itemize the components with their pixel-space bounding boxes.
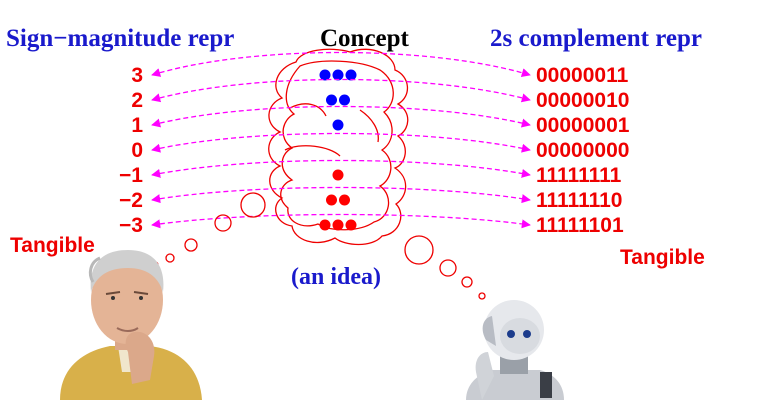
sign-magnitude-value: −3 xyxy=(119,214,143,237)
label-tangible-left: Tangible xyxy=(10,234,95,257)
concept-dot xyxy=(339,194,350,206)
thought-bubbles-right xyxy=(404,235,486,300)
thought-bubbles-left xyxy=(151,192,266,269)
twos-complement-value: 00000011 xyxy=(536,64,629,87)
concept-dot xyxy=(319,69,331,81)
twos-complement-value: 11111110 xyxy=(536,189,622,212)
concept-dot xyxy=(345,219,357,231)
sign-magnitude-value: 0 xyxy=(131,139,143,162)
twos-complement-value: 00000010 xyxy=(536,89,629,112)
header-sign-magnitude: Sign−magnitude repr xyxy=(6,25,234,52)
concept-dot xyxy=(332,119,344,131)
header-concept: Concept xyxy=(320,25,410,52)
label-an-idea: (an idea) xyxy=(291,264,381,290)
mapping-arrow xyxy=(151,78,531,103)
label-tangible-right: Tangible xyxy=(620,246,705,269)
mapping-arrow xyxy=(151,213,531,229)
mapping-arrow xyxy=(151,105,531,128)
concept-dot xyxy=(332,69,344,81)
concept-dot xyxy=(326,94,337,106)
concept-dot xyxy=(332,169,344,181)
concept-dot xyxy=(345,69,357,81)
mapping-arrow xyxy=(151,51,531,78)
concept-dot xyxy=(319,219,331,231)
thinking-robot-icon xyxy=(466,300,564,400)
concept-dot xyxy=(339,94,350,106)
sign-magnitude-value: 1 xyxy=(131,114,143,137)
concept-dot xyxy=(326,194,337,206)
twos-complement-value: 11111101 xyxy=(536,214,624,237)
mapping-arrow xyxy=(151,186,531,204)
header-twos-complement: 2s complement repr xyxy=(490,25,702,52)
sign-magnitude-value: −2 xyxy=(119,189,143,212)
twos-complement-value: 11111111 xyxy=(536,164,622,187)
sign-magnitude-value: −1 xyxy=(119,164,143,187)
twos-complement-value: 00000001 xyxy=(536,114,630,137)
sign-magnitude-value: 3 xyxy=(131,64,143,87)
concept-dot xyxy=(332,219,344,231)
thinking-man-icon xyxy=(60,250,202,400)
mapping-arrow xyxy=(151,159,531,178)
twos-complement-value: 00000000 xyxy=(536,139,629,162)
mapping-arrow xyxy=(151,132,531,153)
sign-magnitude-value: 2 xyxy=(131,89,143,112)
